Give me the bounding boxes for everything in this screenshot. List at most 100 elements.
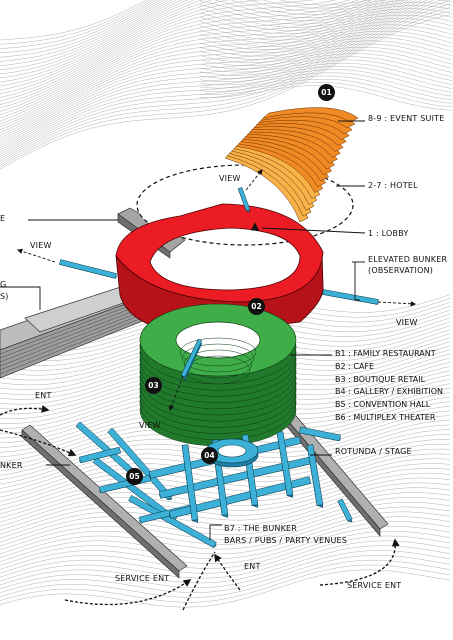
contour-line	[199, 66, 453, 89]
label-lobby: 1 : LOBBY	[368, 229, 409, 238]
contour-line	[199, 56, 453, 77]
contour-line	[0, 10, 451, 168]
contour-line	[0, 3, 451, 164]
contour-line	[199, 34, 453, 48]
contour-line	[0, 0, 428, 155]
label-event-suite: 8-9 : EVENT SUITE	[368, 114, 445, 123]
contour-line	[199, 75, 453, 100]
contour-line	[199, 53, 453, 73]
contour-line	[0, 0, 405, 144]
bunker-segment	[237, 186, 251, 212]
contour-line	[0, 0, 337, 109]
contour-line	[0, 0, 162, 58]
label-rotunda: ROTUNDA / STAGE	[335, 447, 412, 456]
label-view-left: VIEW	[30, 241, 52, 250]
contour-line	[0, 0, 413, 148]
contour-line	[0, 0, 188, 83]
bunker-segment	[59, 259, 117, 279]
contour-line	[0, 0, 178, 75]
contour-line	[199, 43, 453, 61]
contour-line	[0, 535, 451, 578]
contour-line	[199, 21, 453, 38]
bunker-segment	[337, 498, 353, 522]
contour-line	[0, 0, 262, 102]
badge-03: 03	[145, 377, 162, 394]
contour-line	[0, 555, 451, 594]
label-cut-bunker: NKER	[0, 461, 23, 470]
label-bars: BARS / PUBS / PARTY VENUES	[224, 536, 348, 545]
contour-line	[0, 0, 182, 79]
contour-line	[0, 0, 387, 131]
contour-line	[0, 0, 203, 91]
bunker-network	[58, 186, 379, 548]
contour-line	[0, 497, 451, 547]
badge-04: 04	[201, 447, 218, 464]
contour-line	[0, 550, 451, 590]
contour-line	[199, 16, 453, 34]
contour-line	[199, 62, 453, 85]
lower-level-list: B1 : FAMILY RESTAURANT B2 : CAFE B3 : BO…	[335, 348, 443, 425]
contour-line	[0, 0, 422, 153]
contour-line	[0, 0, 409, 146]
contour-line	[199, 37, 453, 52]
contour-line	[0, 0, 151, 45]
label-service-ent-left: SERVICE ENT	[115, 574, 170, 583]
contour-line	[0, 0, 451, 162]
bunker-segment	[168, 476, 312, 519]
contour-line	[199, 82, 453, 108]
contour-line	[0, 0, 147, 41]
hotel-floor	[262, 107, 359, 123]
contour-line	[0, 0, 229, 98]
contour-line	[230, 0, 453, 15]
contour-line	[0, 0, 158, 54]
contour-line	[199, 46, 453, 65]
contour-line	[0, 0, 154, 49]
bunker-segment	[181, 444, 199, 521]
contour-line	[199, 72, 453, 97]
contour-line	[0, 487, 451, 539]
contour-line	[0, 0, 350, 112]
contour-line	[214, 0, 453, 18]
contour-line	[0, 545, 451, 586]
contour-line	[262, 0, 387, 9]
contour-line	[0, 0, 418, 151]
badge-05: 05	[126, 468, 143, 485]
label-observation: (OBSERVATION)	[368, 266, 434, 275]
level-b5: B5 : CONVENTION HALL	[335, 400, 431, 410]
label-bunker-b7: B7 : THE BUNKER	[224, 524, 298, 533]
level-b2: B2 : CAFE	[335, 361, 375, 371]
contour-line	[199, 50, 453, 69]
contour-line	[0, 0, 213, 94]
contour-line	[0, 0, 398, 139]
label-view-right: VIEW	[396, 318, 418, 327]
contour-line	[0, 501, 451, 551]
bunker-segment	[306, 444, 324, 506]
level-b6: B6 : MULTIPLEX THEATER	[335, 412, 436, 422]
contour-line	[0, 0, 391, 133]
contour-line	[199, 25, 453, 41]
contour-line	[199, 12, 453, 31]
label-ent-left: ENT	[35, 391, 52, 400]
contour-line	[0, 492, 451, 543]
bunker-segment	[75, 421, 133, 473]
lower-level-rings	[139, 303, 297, 447]
label-elevated-bunker: ELEVATED BUNKER	[368, 255, 448, 264]
contour-line	[0, 0, 169, 66]
contour-line	[0, 0, 394, 136]
label-service-ent-right: SERVICE ENT	[347, 581, 402, 590]
contour-line	[0, 14, 451, 170]
badge-02: 02	[248, 298, 265, 315]
contour-line	[0, 0, 367, 119]
label-cut-s: S)	[0, 292, 9, 301]
contour-line	[0, 482, 451, 535]
label-view-top: VIEW	[219, 174, 241, 183]
contour-line	[0, 0, 359, 116]
label-cut-g: G	[0, 280, 7, 289]
contour-line	[199, 78, 453, 104]
level-b1: B1 : FAMILY RESTAURANT	[335, 349, 436, 358]
contour-line	[199, 59, 453, 81]
bunker-segment	[107, 427, 173, 501]
label-view-bottom: VIEW	[139, 421, 161, 430]
